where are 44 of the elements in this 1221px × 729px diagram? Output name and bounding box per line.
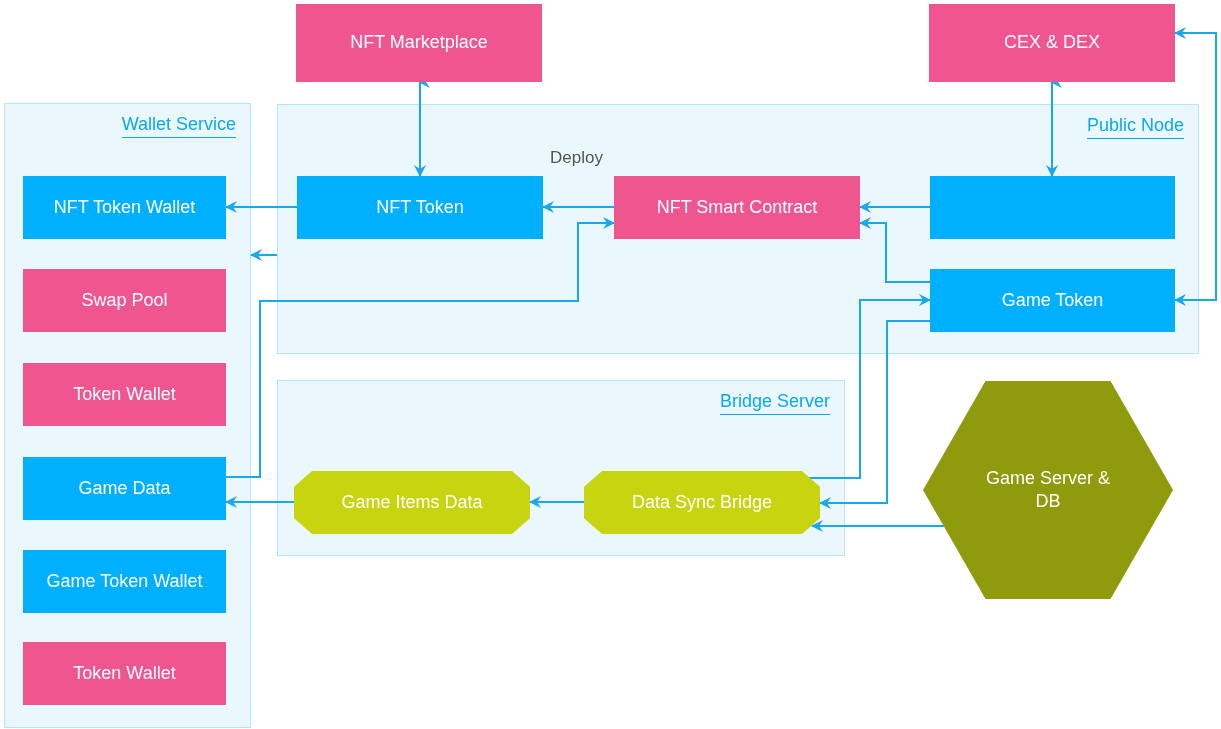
- box-label: NFT Token Wallet: [53, 195, 196, 219]
- box-label: Game Token Wallet: [46, 569, 203, 593]
- box-label: Token Wallet: [73, 661, 176, 685]
- group-title: Wallet Service: [121, 114, 236, 138]
- process-box: [930, 176, 1175, 239]
- group-title: Public Node: [1086, 115, 1184, 139]
- arrow: [225, 217, 615, 478]
- box-label: CEX & DEX: [1004, 31, 1100, 55]
- box-label: NFT Token: [376, 195, 464, 219]
- process-box: [929, 4, 1175, 82]
- process-box: [23, 457, 226, 520]
- process-box: [23, 550, 226, 613]
- arrow: [1174, 27, 1217, 306]
- process-box: [297, 176, 543, 239]
- box-label: Game Data: [78, 476, 171, 500]
- shape-label: Game Items Data: [341, 490, 483, 514]
- group-panel: [4, 103, 251, 728]
- shape-label: Data Sync Bridge: [631, 490, 773, 514]
- process-box: [23, 176, 226, 239]
- box-label: Token Wallet: [73, 382, 176, 406]
- box-label: NFT Marketplace: [350, 31, 488, 55]
- group-title: Bridge Server: [719, 391, 830, 415]
- arrow: [819, 320, 931, 509]
- arrow: [542, 201, 615, 213]
- process-box: [23, 642, 226, 705]
- process-box: [296, 4, 542, 82]
- process-box: [930, 269, 1175, 332]
- process-box: [23, 363, 226, 426]
- arrow: [859, 201, 931, 213]
- process-box: [23, 269, 226, 332]
- process-box: [614, 176, 860, 239]
- arrow: [225, 201, 298, 213]
- arrow: [859, 217, 931, 283]
- edge-label: Deploy: [549, 148, 604, 168]
- arrow: [225, 496, 295, 508]
- box-label: Game Token: [1001, 288, 1104, 312]
- group-panel: [277, 380, 845, 556]
- shape-label: Game Server & DB: [984, 466, 1111, 513]
- box-label: Swap Pool: [81, 288, 168, 312]
- arrow: [529, 496, 585, 508]
- group-panel: [277, 104, 1199, 354]
- arrow: [811, 520, 944, 532]
- arrow: [250, 249, 278, 261]
- box-label: NFT Smart Contract: [656, 195, 818, 219]
